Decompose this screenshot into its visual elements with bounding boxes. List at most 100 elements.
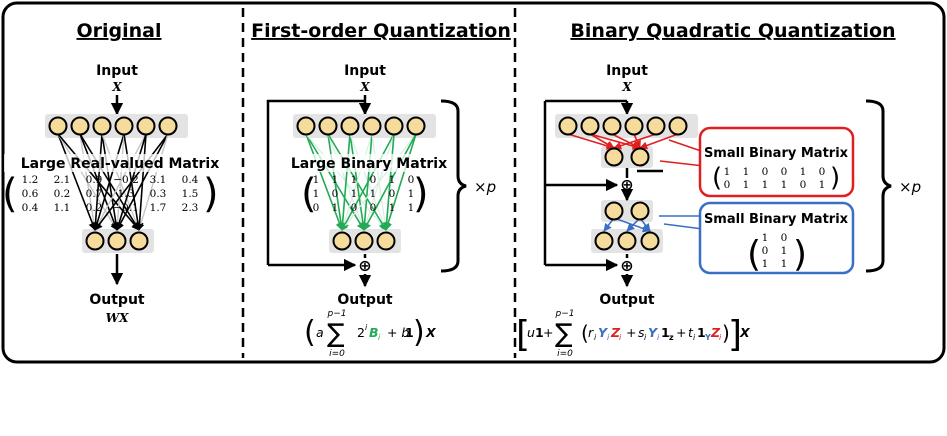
bqq-hidden1-node [604,147,624,167]
bqq-box2 [698,201,855,275]
first-order-output-nodes [332,231,396,251]
bqq-box2-matrix-cell: 1 [762,232,769,244]
original-matrix-cell: 1.2 [22,174,39,186]
original-matrix-cell: 1.3 [118,188,135,200]
original-matrix-cell: 0.2 [86,202,103,214]
bqq-formula-X: X [739,325,751,340]
bqq-box1-matrix-cell: 1 [724,166,731,178]
bqq-formula-one: 1 [535,325,544,340]
original-matrix-label: Large Real-valued Matrix [21,156,220,172]
bqq-box1 [698,126,855,198]
first-order-input-node [384,116,404,136]
first-order-edge [384,133,417,231]
first-order-output-node [376,231,396,251]
first-order-matrix-cell: 0 [370,174,377,186]
bqq-formula-Y2: Y [648,325,659,340]
bqq-red-edges [567,133,679,150]
bqq-box1-pointer-b [659,160,705,167]
first-order-formula-lower: i=0 [329,349,345,359]
original-input-var: X [111,80,122,94]
bqq-output-node [594,231,614,251]
bqq-formula-plus3: + [676,325,686,340]
bqq-hidden2-node [604,201,624,221]
original-matrix-label-bg [4,154,238,172]
original-input-nodes [48,116,178,136]
first-order-input-label: Input [344,63,386,79]
original-matrix-cell: 1.7 [150,202,167,214]
first-order-input-nodes [296,116,426,136]
original-edge [137,133,169,231]
first-order-matrix-label-bg [293,154,445,172]
original-edge [91,133,103,231]
first-order-output-label: Output [337,292,393,308]
bqq-formula-u: u [527,325,535,340]
first-order-formula-pow: 2 [357,325,365,340]
bqq-box2-label: Small Binary Matrix [704,212,849,227]
first-order-matrix-cell: 0 [370,202,377,214]
first-order-matrix-cell: 1 [408,202,415,214]
first-order-matrix-cell: 1 [351,188,358,200]
first-order-matrix-label: Large Binary Matrix [291,156,447,172]
original-matrix-cell: 3.1 [150,174,167,186]
first-order-edge [327,133,345,231]
bqq-formula-Y1-sub: i [607,333,610,342]
bqq-formula-one-z-sub: z [669,333,674,342]
original-input-label: Input [96,63,138,79]
bqq-box1-matrix-cell: 1 [800,166,807,178]
bqq-formula-lower: i=0 [557,349,573,359]
original-matrix-cell: −0.2 [113,174,139,186]
bqq-formula-Y2-sub: i [657,333,660,342]
bqq-formula-r-sub: i [594,333,597,342]
first-order-input-var: X [359,80,370,94]
first-order-loop-top [266,99,365,103]
bqq-formula-t: t [688,325,694,340]
first-order-formula-B: B [369,325,379,340]
bqq-repeat-label: ×p [899,178,921,196]
first-order-matrix-cell: 1 [332,174,339,186]
first-order-matrix-cell: 1 [389,174,396,186]
bqq-formula-one-y-sub: Y [704,333,711,342]
bqq-box1-pointer-a [668,139,705,153]
original-edge [94,133,169,231]
bqq-box1-matrix-cell: 0 [800,179,807,191]
first-order-matrix-cell: 0 [351,202,358,214]
bqq-formula-rbracket: ] [728,314,742,355]
first-order-edge [341,133,395,231]
bqq-box1-matrix-cell: 1 [819,179,826,191]
original-weight-edges [57,133,169,231]
bqq-box1-matrix-cell: 0 [781,166,788,178]
original-matrix-cell: 0.7 [86,188,103,200]
bqq-red-edge [589,133,615,149]
original-matrix-cell: 2.1 [54,174,71,186]
first-order-matrix-cell: 0 [389,188,396,200]
first-order-formula-pow-i: i [365,323,368,332]
bqq-red-edge [589,133,641,150]
original-edge [93,133,125,231]
bqq-formula: [ u 1 + ∑ p−1 i=0 ( r i Y i Z i + s i Y … [516,309,751,359]
first-order-output-node [332,231,352,251]
bqq-box1-matrix-cell: 1 [781,179,788,191]
panel-bqq: Binary Quadratic Quantization Input X ⊕ … [516,20,921,359]
original-input-node [92,116,112,136]
original-edge [94,133,147,231]
bqq-formula-one-z: 1 [661,325,670,340]
original-input-node [158,116,178,136]
original-matrix-cell: 1.1 [54,202,71,214]
original-matrix-cell: 0.4 [182,174,199,186]
original-input-node [136,116,156,136]
bqq-input-node [580,116,600,136]
first-order-formula-one: 1 [405,325,414,340]
original-output-node [85,231,105,251]
original-edge [57,133,97,231]
original-matrix-cell: 0.6 [22,188,39,200]
original-input-node [114,116,134,136]
first-order-matrix-cell: 0 [313,202,320,214]
first-order-matrix-cell: 0 [332,188,339,200]
first-order-formula: ( a ∑ p−1 i=0 2 i B i + b 1 ) X [304,309,437,359]
first-order-edge [363,133,417,231]
original-matrix-cell: 1.5 [182,188,199,200]
original-output-node [129,231,149,251]
original-input-node [48,116,68,136]
